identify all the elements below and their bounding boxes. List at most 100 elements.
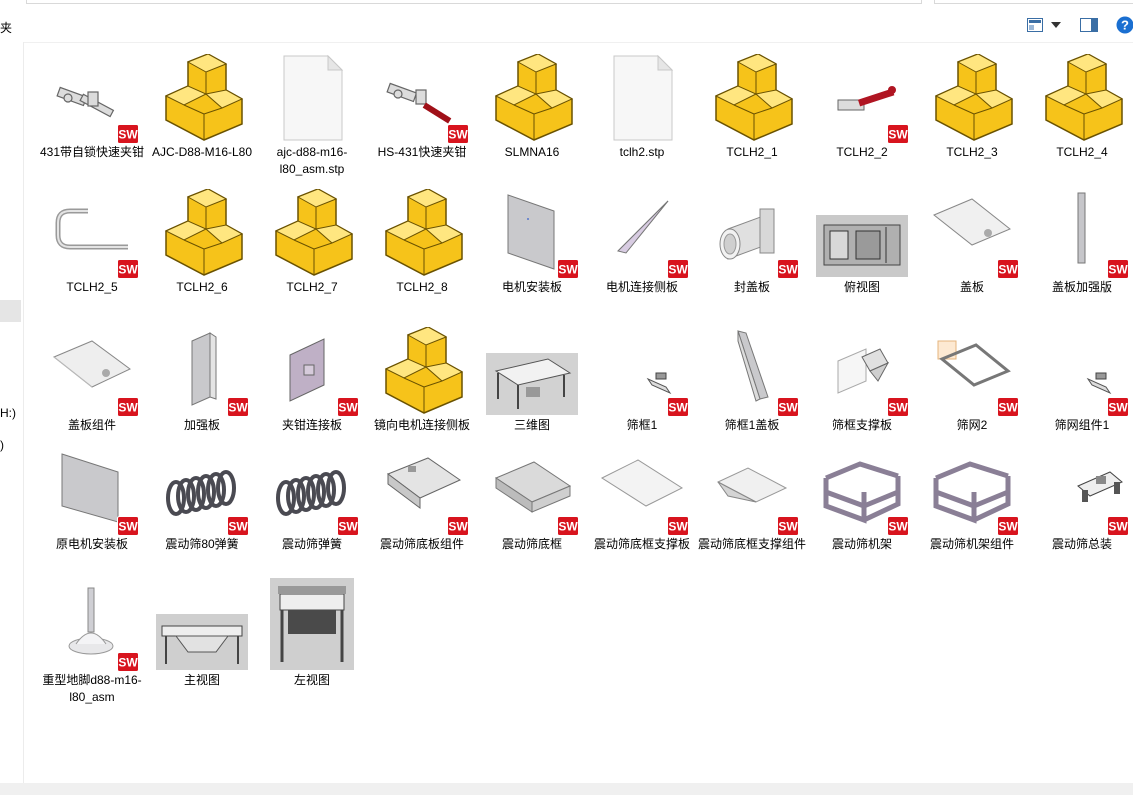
solidworks-part-icon — [1038, 189, 1126, 277]
solidworks-badge-icon: SW — [117, 259, 139, 279]
file-item-10[interactable]: TCLH2_4 — [1027, 53, 1133, 184]
view-change-icon[interactable] — [1023, 14, 1047, 36]
solidworks-badge-icon: SW — [1107, 516, 1129, 536]
file-name-label: TCLH2_7 — [286, 280, 338, 294]
file-item-6[interactable]: tclh2.stp — [587, 54, 697, 184]
svg-text:SW: SW — [888, 401, 908, 415]
file-item-43[interactable]: 左视图 — [257, 578, 367, 712]
svg-text:SW: SW — [998, 263, 1018, 277]
solidworks-badge-icon: SW — [1107, 397, 1129, 417]
file-name-label: 筛框支撑板 — [831, 418, 892, 432]
solidworks-part-icon — [708, 446, 796, 534]
help-button[interactable]: ? — [1113, 14, 1133, 36]
solidworks-part-icon — [708, 327, 796, 415]
solidworks-badge-icon: SW — [777, 397, 799, 417]
solidworks-badge-icon: SW — [997, 397, 1019, 417]
svg-text:SW: SW — [228, 520, 248, 534]
file-item-12[interactable]: TCLH2_6 — [147, 188, 257, 319]
svg-text:SW: SW — [118, 401, 138, 415]
file-name-label: 震动筛底框 — [501, 537, 562, 551]
solidworks-badge-icon: SW — [227, 516, 249, 536]
file-item-3[interactable]: ajc-d88-m16-l80_asm.stp — [257, 54, 367, 184]
file-name-label: 三维图 — [513, 418, 550, 432]
folder-3d-icon — [708, 53, 796, 142]
file-name-label: 电机连接侧板 — [605, 280, 678, 294]
svg-text:SW: SW — [668, 263, 688, 277]
file-item-13[interactable]: TCLH2_7 — [257, 188, 367, 319]
file-item-9[interactable]: TCLH2_3 — [917, 53, 1027, 184]
image-thumbnail-icon — [816, 189, 908, 277]
svg-text:SW: SW — [118, 520, 138, 534]
file-name-label: TCLH2_5 — [66, 280, 118, 294]
search-input[interactable] — [934, 0, 1133, 4]
file-item-14[interactable]: TCLH2_8 — [367, 188, 477, 319]
solidworks-badge-icon: SW — [447, 124, 469, 144]
solidworks-badge-icon: SW — [117, 397, 139, 417]
file-name-label: 筛网2 — [956, 418, 988, 432]
file-item-18[interactable]: 俯视图 — [807, 189, 917, 319]
svg-text:SW: SW — [778, 263, 798, 277]
file-name-label: tclh2.stp — [619, 145, 665, 159]
breadcrumb-fragment: 夹 — [0, 21, 13, 35]
file-name-label: TCLH2_3 — [946, 145, 998, 159]
file-item-28[interactable]: SW 筛框支撑板 — [807, 327, 917, 457]
file-item-24[interactable]: 镜向电机连接侧板 — [367, 326, 477, 457]
solidworks-badge-icon: SW — [997, 259, 1019, 279]
solidworks-part-icon — [268, 327, 356, 415]
file-item-16[interactable]: SW 电机连接侧板 — [587, 189, 697, 319]
nav-fragment-paren[interactable]: ) — [0, 438, 4, 452]
file-name-label: AJC-D88-M16-L80 — [151, 145, 253, 159]
file-item-2[interactable]: AJC-D88-M16-L80 — [147, 53, 257, 184]
file-name-label: HS-431快速夹钳 — [377, 145, 467, 159]
solidworks-part-icon — [488, 189, 576, 277]
nav-fragment-drive[interactable]: H:) — [0, 406, 16, 420]
file-name-label: 盖板组件 — [67, 418, 116, 432]
blank-file-icon — [598, 54, 686, 142]
file-item-5[interactable]: SLMNA16 — [477, 53, 587, 184]
solidworks-badge-icon: SW — [1107, 259, 1129, 279]
solidworks-part-icon — [818, 327, 906, 415]
file-item-7[interactable]: TCLH2_1 — [697, 53, 807, 184]
file-name-label: 震动筛底框支撑组件 — [697, 537, 806, 551]
address-bar[interactable] — [26, 0, 922, 4]
file-item-25[interactable]: 三维图 — [477, 327, 587, 457]
chevron-down-icon[interactable] — [1044, 14, 1068, 36]
file-name-label: TCLH2_6 — [176, 280, 228, 294]
solidworks-badge-icon: SW — [337, 397, 359, 417]
nav-selected-item[interactable] — [0, 300, 21, 322]
file-item-42[interactable]: 主视图 — [147, 582, 257, 712]
solidworks-part-icon — [598, 189, 686, 277]
solidworks-badge-icon: SW — [557, 259, 579, 279]
solidworks-badge-icon: SW — [117, 652, 139, 672]
svg-text:SW: SW — [1108, 263, 1128, 277]
preview-pane-icon[interactable] — [1077, 14, 1101, 36]
file-name-label: 加强板 — [183, 418, 220, 432]
file-item-29[interactable]: SW 筛网2 — [917, 327, 1027, 457]
file-name-label: TCLH2_1 — [726, 145, 778, 159]
